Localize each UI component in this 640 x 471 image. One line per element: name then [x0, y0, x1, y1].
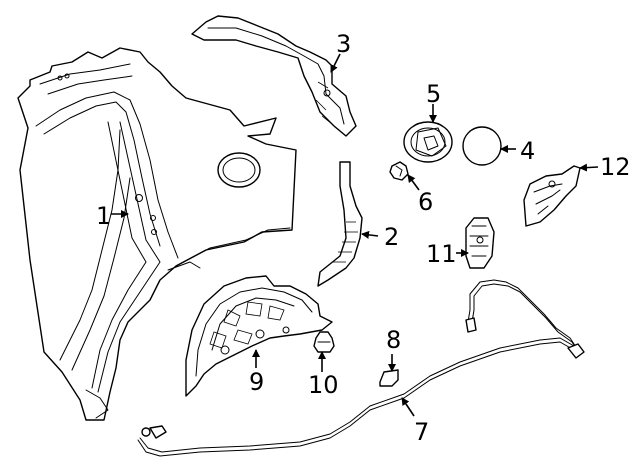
- callout-3: 3: [336, 30, 351, 58]
- callout-1: 1: [96, 202, 111, 230]
- part-9-wheel-liner: [185, 275, 333, 397]
- part-7-release-cable: [137, 279, 585, 457]
- part-5-fuel-housing: [403, 121, 453, 163]
- callout-leaders: [111, 53, 599, 417]
- part-11-actuator: [465, 217, 495, 269]
- callout-6: 6: [418, 188, 433, 216]
- callout-9: 9: [249, 368, 264, 396]
- callout-7: 7: [414, 418, 429, 446]
- part-1-quarter-panel: [17, 47, 297, 421]
- part-2-bracket: [317, 161, 363, 287]
- part-8-pad: [379, 369, 399, 387]
- callout-2: 2: [384, 223, 399, 251]
- callout-10: 10: [308, 371, 339, 399]
- part-10-push-clip: [313, 331, 335, 353]
- callout-5: 5: [426, 80, 441, 108]
- callout-4: 4: [520, 137, 535, 165]
- callout-labels: 1 2 3 4 5 6 7 8 9 10 11 12: [96, 30, 631, 446]
- part-6-clip: [389, 161, 409, 181]
- part-3-reinforcement: [191, 15, 357, 137]
- part-12-bracket: [523, 165, 581, 227]
- callout-12: 12: [600, 153, 631, 181]
- part-4-fuel-door: [462, 126, 502, 166]
- callout-8: 8: [386, 326, 401, 354]
- callout-11: 11: [426, 240, 457, 268]
